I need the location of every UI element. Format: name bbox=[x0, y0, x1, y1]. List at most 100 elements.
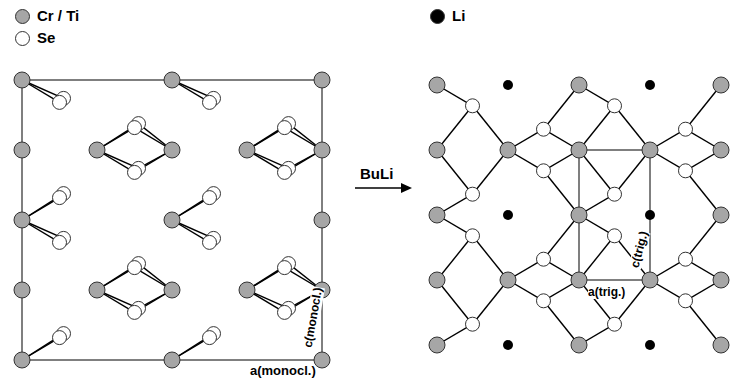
li-atom bbox=[503, 340, 513, 350]
cr-ti-atom bbox=[314, 352, 330, 368]
bond bbox=[473, 236, 509, 280]
legend-swatch bbox=[430, 9, 445, 24]
se-atom bbox=[53, 191, 67, 205]
cr-ti-atom bbox=[429, 337, 445, 353]
cr-ti-atom bbox=[713, 77, 729, 93]
se-atom bbox=[608, 99, 622, 113]
cr-ti-atom bbox=[164, 72, 180, 88]
se-atom bbox=[466, 229, 480, 243]
li-atom bbox=[503, 80, 513, 90]
label-text: a(trig.) bbox=[588, 286, 625, 299]
cr-ti-atom bbox=[429, 77, 445, 93]
cr-ti-atom bbox=[713, 207, 729, 223]
bond bbox=[615, 106, 651, 150]
cr-ti-atom bbox=[14, 282, 30, 298]
cr-ti-atom bbox=[239, 142, 255, 158]
se-atom bbox=[679, 122, 693, 136]
cr-ti-atom bbox=[713, 337, 729, 353]
bond bbox=[579, 106, 615, 150]
bond bbox=[437, 150, 473, 194]
bond bbox=[437, 106, 473, 150]
se-atom bbox=[679, 294, 693, 308]
se-atom bbox=[537, 294, 551, 308]
se-atom bbox=[608, 187, 622, 201]
legend-swatch bbox=[15, 31, 30, 46]
cr-ti-atom bbox=[500, 272, 516, 288]
arrow-head bbox=[401, 183, 412, 193]
se-atom bbox=[537, 252, 551, 266]
se-atom bbox=[53, 331, 67, 345]
bond bbox=[473, 280, 509, 324]
se-atom bbox=[203, 235, 217, 249]
cr-ti-atom bbox=[314, 212, 330, 228]
label-text: BuLi bbox=[360, 166, 393, 183]
bond bbox=[615, 150, 651, 194]
cr-ti-atom bbox=[571, 142, 587, 158]
cr-ti-atom bbox=[429, 207, 445, 223]
cr-ti-atom bbox=[164, 212, 180, 228]
legend-text: Li bbox=[452, 8, 465, 25]
se-atom bbox=[53, 95, 67, 109]
cr-ti-atom bbox=[164, 142, 180, 158]
bond bbox=[544, 215, 580, 259]
cr-ti-atom bbox=[14, 142, 30, 158]
bond bbox=[473, 106, 509, 150]
se-atom bbox=[128, 261, 142, 275]
li-atom bbox=[645, 80, 655, 90]
bond bbox=[579, 236, 615, 280]
legend-text: Cr / Ti bbox=[37, 8, 79, 25]
se-atom bbox=[608, 317, 622, 331]
bond bbox=[686, 301, 722, 345]
bond bbox=[544, 171, 580, 215]
se-atom bbox=[537, 164, 551, 178]
bond bbox=[686, 171, 722, 215]
se-atom bbox=[466, 99, 480, 113]
se-atom bbox=[128, 305, 142, 319]
cr-ti-atom bbox=[571, 77, 587, 93]
cr-ti-atom bbox=[642, 272, 658, 288]
se-atom bbox=[128, 165, 142, 179]
cr-ti-atom bbox=[314, 142, 330, 158]
se-atom bbox=[679, 164, 693, 178]
se-atom bbox=[679, 252, 693, 266]
label-text: c(monocl.) bbox=[301, 287, 325, 349]
label-text: a(monocl.) bbox=[250, 364, 316, 378]
bond bbox=[437, 280, 473, 324]
legend-swatch bbox=[15, 9, 30, 24]
se-atom bbox=[278, 165, 292, 179]
cr-ti-atom bbox=[571, 207, 587, 223]
label-text: c(trig.) bbox=[629, 230, 651, 269]
se-atom bbox=[466, 187, 480, 201]
bond bbox=[579, 150, 615, 194]
cr-ti-atom bbox=[642, 142, 658, 158]
monoclinic-cell bbox=[22, 80, 322, 360]
cr-ti-atom bbox=[429, 142, 445, 158]
bond bbox=[544, 301, 580, 345]
se-atom bbox=[53, 235, 67, 249]
se-atom bbox=[278, 305, 292, 319]
se-atom bbox=[608, 229, 622, 243]
cr-ti-atom bbox=[164, 352, 180, 368]
cr-ti-atom bbox=[89, 282, 105, 298]
se-atom bbox=[203, 331, 217, 345]
se-atom bbox=[278, 121, 292, 135]
se-atom bbox=[537, 122, 551, 136]
cr-ti-atom bbox=[314, 72, 330, 88]
legend-text: Se bbox=[37, 30, 55, 47]
se-atom bbox=[128, 121, 142, 135]
bond bbox=[686, 215, 722, 259]
cr-ti-atom bbox=[239, 282, 255, 298]
cr-ti-atom bbox=[14, 352, 30, 368]
cr-ti-atom bbox=[571, 337, 587, 353]
li-atom bbox=[645, 210, 655, 220]
cr-ti-atom bbox=[713, 272, 729, 288]
bond bbox=[686, 85, 722, 129]
cr-ti-atom bbox=[500, 142, 516, 158]
cr-ti-atom bbox=[89, 142, 105, 158]
cr-ti-atom bbox=[429, 272, 445, 288]
reaction-arrow bbox=[355, 187, 402, 189]
cr-ti-atom bbox=[14, 212, 30, 228]
li-atom bbox=[503, 210, 513, 220]
cr-ti-atom bbox=[164, 282, 180, 298]
